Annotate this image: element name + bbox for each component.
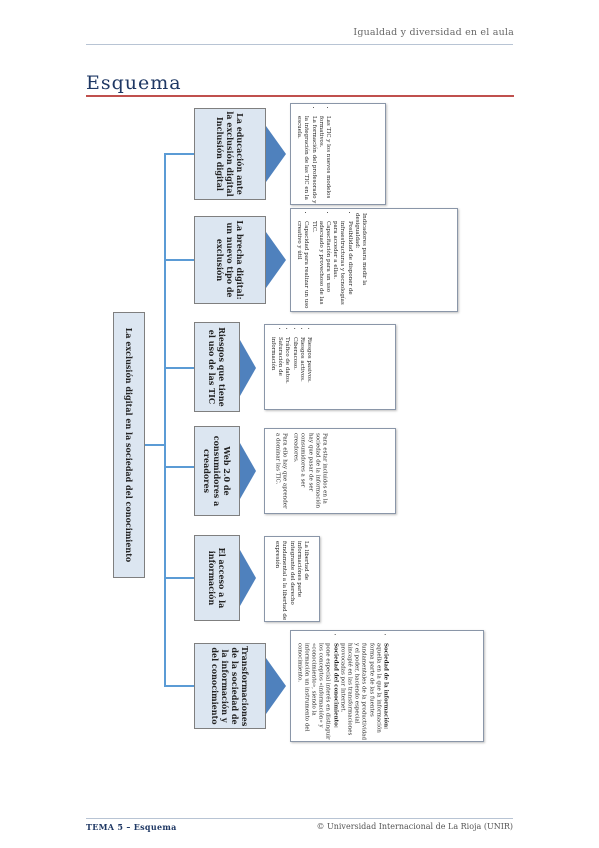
arrow-right-icon [240, 443, 256, 499]
branch-label: Web 2.0 de consumidores a creadores [202, 435, 232, 507]
arrow-right-icon [266, 658, 286, 714]
detail-box-riesgos: Riesgos pasivos. Riesgos activos. Cibera… [264, 324, 396, 410]
detail-intro: Indicadores para medir la desigualdad: [353, 213, 368, 286]
branch-box-acceso: El acceso a la información [194, 535, 240, 621]
detail-paragraph: Para ello hay que aprender a dominar las… [274, 433, 288, 509]
list-item: Saturación de información [269, 337, 283, 409]
page-title: Esquema [86, 72, 182, 94]
list-item: Riesgos activos. [298, 337, 305, 409]
header-divider [86, 44, 513, 45]
branch-box-transformaciones: Transformaciones de la sociedad de la in… [194, 643, 266, 729]
term-label: Sociedad del conocimiento: [332, 643, 339, 728]
branch-label: El acceso a la información [207, 547, 227, 609]
term-definition: aquella en la que la información forma p… [339, 643, 382, 741]
list-item: Sociedad del conocimiento: pone especial… [295, 643, 338, 741]
arrow-right-icon [266, 126, 286, 182]
detail-box-transformaciones: Sociedad de la información: aquella en l… [290, 630, 484, 742]
title-underline [86, 95, 514, 97]
branch-connector [164, 153, 194, 155]
list-item: Capacidad para realizar un uso creativo … [295, 221, 309, 309]
footer-divider [86, 818, 513, 819]
detail-box-acceso: La libertad de informaciónes parte integ… [264, 536, 320, 622]
branch-box-web20: Web 2.0 de consumidores a creadores [194, 426, 240, 516]
arrow-right-icon [240, 340, 256, 396]
branch-label: La brecha digital: un nuevo tipo de excl… [215, 220, 245, 300]
list-item: Capacitación para un uso adecuado y prov… [309, 221, 331, 309]
detail-list: Riesgos pasivos. Riesgos activos. Cibera… [269, 329, 312, 409]
root-connector [145, 444, 165, 446]
branch-label: Riesgos que tiene el uso de las TIC [207, 327, 227, 407]
list-item: Ciberacoso. [291, 337, 298, 409]
branch-box-riesgos: Riesgos que tiene el uso de las TIC [194, 322, 240, 412]
branch-box-brecha: La brecha digital: un nuevo tipo de excl… [194, 216, 266, 304]
list-item: Riesgos pasivos. [305, 337, 312, 409]
term-definition: pone especial interés en distinguir los … [296, 643, 332, 740]
branch-box-educacion: La educación ante la exclusión digital I… [194, 108, 266, 200]
arrow-right-icon [240, 550, 256, 606]
list-item: Posibilidad de disponer de infraestructu… [331, 221, 352, 309]
branch-connector [164, 577, 194, 579]
detail-paragraph: La libertad de informaciónes parte integ… [274, 541, 310, 621]
detail-box-educacion: Las TIC y los nuevos modelos formativos.… [290, 103, 386, 205]
branch-connector [164, 367, 194, 369]
detail-list: Posibilidad de disponer de infraestructu… [295, 213, 352, 309]
list-item: Las TIC y los nuevos modelos formativos. [317, 116, 331, 204]
branch-connector [164, 685, 194, 687]
document-title: Igualdad y diversidad en el aula [353, 27, 514, 38]
detail-box-web20: Para estar incluidos en la sociedad de l… [264, 428, 396, 514]
list-item: La formación del profesorado y la integr… [295, 116, 316, 204]
list-item: Tráfico de datos. [283, 337, 291, 409]
detail-box-brecha: Indicadores para medir la desigualdad: P… [290, 208, 458, 312]
footer-copyright: © Universidad Internacional de La Rioja … [316, 822, 513, 831]
root-topic: La exclusión digital en la sociedad del … [113, 312, 145, 578]
detail-paragraph: Para estar incluidos en la sociedad de l… [292, 433, 328, 509]
detail-list: Las TIC y los nuevos modelos formativos.… [295, 108, 331, 204]
arrow-right-icon [266, 232, 286, 288]
footer-section: TEMA 5 – Esquema [86, 822, 177, 832]
root-topic-label: La exclusión digital en la sociedad del … [124, 327, 134, 563]
detail-list: Sociedad de la información: aquella en l… [295, 635, 388, 741]
list-item: Sociedad de la información: aquella en l… [338, 643, 388, 741]
branch-label: La educación ante la exclusión digital I… [215, 111, 245, 197]
branch-connector [164, 466, 194, 468]
trunk-connector [164, 153, 166, 686]
branch-label: Transformaciones de la sociedad de la in… [210, 646, 250, 727]
term-label: Sociedad de la información: [382, 643, 389, 730]
branch-connector [164, 259, 194, 261]
